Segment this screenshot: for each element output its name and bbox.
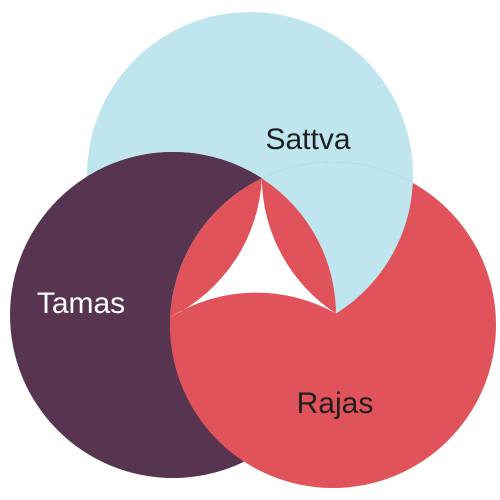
center-region	[170, 178, 336, 318]
rajas-over-tamas-overlap	[170, 178, 336, 462]
rajas-label: Rajas	[297, 387, 374, 420]
tamas-label: Tamas	[37, 287, 125, 320]
sattva-label: Sattva	[265, 123, 350, 156]
